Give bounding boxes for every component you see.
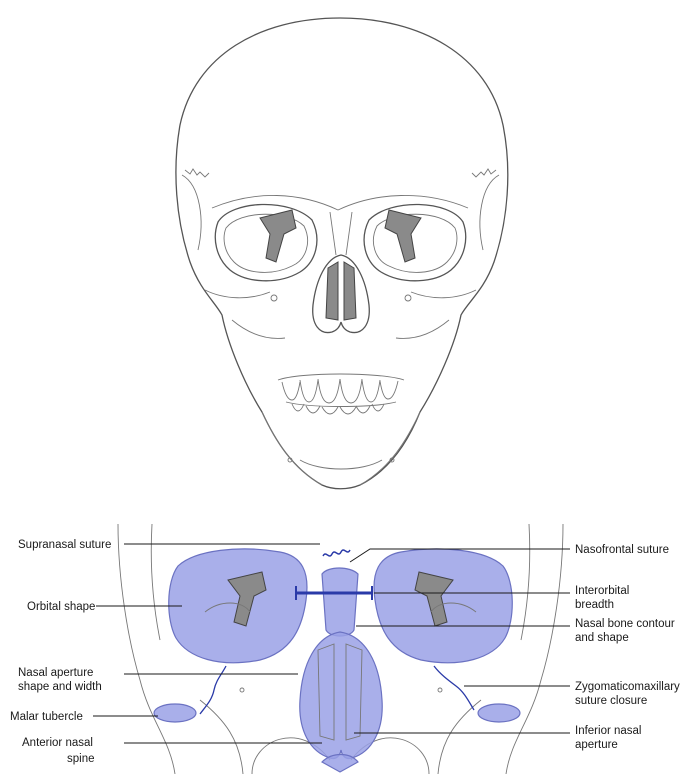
- left-orbit: [214, 203, 318, 282]
- label-interorbital-2: breadth: [575, 599, 614, 611]
- label-nasal-aperture-2: shape and width: [18, 681, 102, 693]
- label-supranasal-suture: Supranasal suture: [18, 539, 111, 551]
- skull-illustration: [175, 17, 509, 490]
- teeth: [281, 378, 399, 415]
- label-nasal-bone-1: Nasal bone contour: [575, 618, 675, 630]
- label-zygomaticomaxillary-1: Zygomaticomaxillary: [575, 681, 680, 693]
- nasal-bone-highlight: [321, 567, 359, 637]
- left-malar-tubercle: [153, 703, 197, 723]
- label-interorbital-1: Interorbital: [575, 585, 629, 597]
- label-inferior-nasal-1: Inferior nasal: [575, 725, 641, 737]
- right-malar-tubercle: [477, 703, 521, 723]
- skull-outline: [175, 17, 509, 490]
- right-orbit: [363, 203, 467, 282]
- label-nasal-bone-2: and shape: [575, 632, 629, 644]
- label-inferior-nasal-2: aperture: [575, 739, 618, 751]
- midface-detail-illustration: [117, 523, 564, 774]
- label-orbital-shape: Orbital shape: [27, 601, 95, 613]
- label-malar-tubercle: Malar tubercle: [10, 711, 83, 723]
- label-anterior-nasal-2: spine: [67, 753, 95, 765]
- label-anterior-nasal-1: Anterior nasal: [22, 737, 93, 749]
- nasal-aperture-highlight: [299, 631, 383, 760]
- label-zygomaticomaxillary-2: suture closure: [575, 695, 647, 707]
- label-nasal-aperture-1: Nasal aperture: [18, 667, 93, 679]
- labels: Supranasal suture Orbital shape Nasal ap…: [10, 539, 680, 765]
- label-nasofrontal-suture: Nasofrontal suture: [575, 544, 669, 556]
- leader-lines: [93, 543, 570, 744]
